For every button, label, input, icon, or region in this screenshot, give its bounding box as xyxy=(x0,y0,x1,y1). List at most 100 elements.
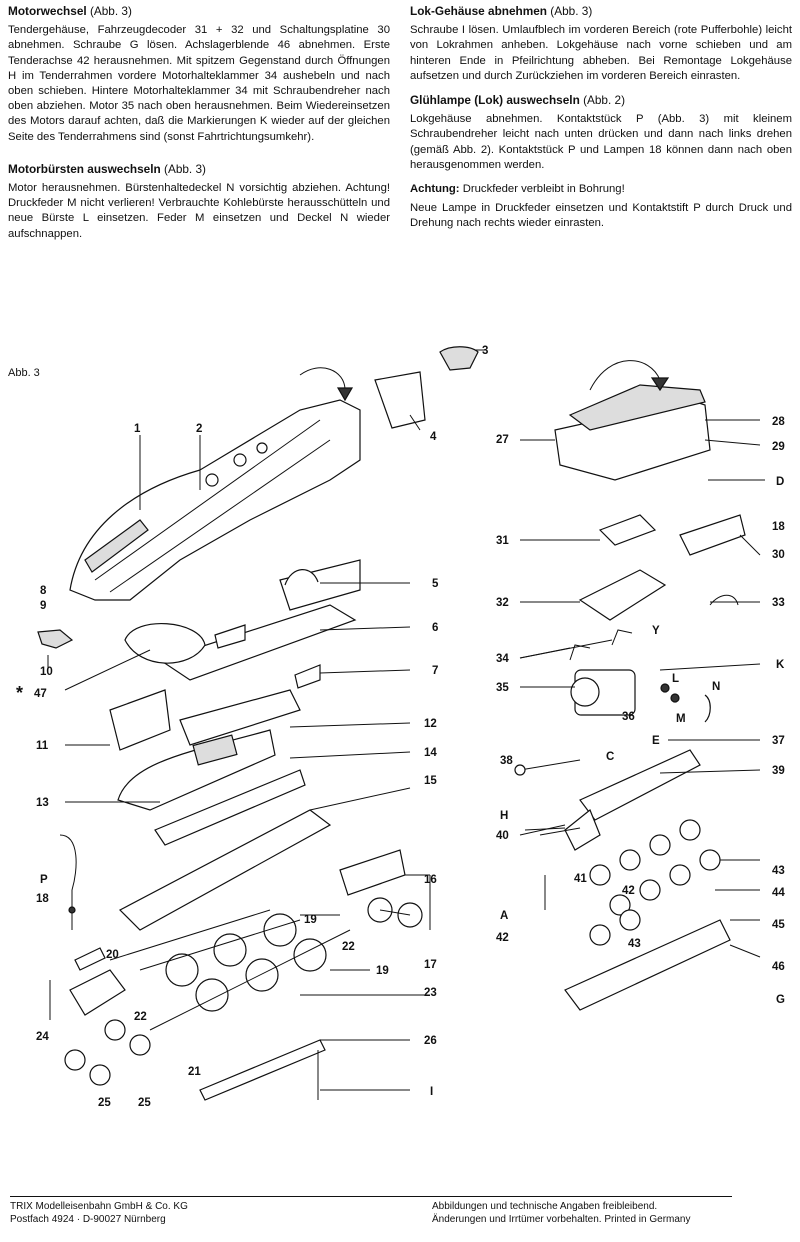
section-title-motor: Motorwechsel (Abb. 3) xyxy=(8,4,132,18)
callout-10: 10 xyxy=(40,666,53,678)
star-marker: * xyxy=(16,683,23,703)
callout-19b: 19 xyxy=(376,965,389,977)
part-46 xyxy=(564,919,731,1011)
callout-H: H xyxy=(500,810,508,822)
callout-1: 1 xyxy=(134,423,141,435)
section-title-housing: Lok-Gehäuse abnehmen (Abb. 3) xyxy=(410,4,593,18)
callout-N: N xyxy=(712,681,720,693)
callout-29: 29 xyxy=(772,441,785,453)
callout-A: A xyxy=(500,910,508,922)
section-text-brushes: Motor herausnehmen. Bürstenhaltedeckel N… xyxy=(8,182,390,240)
left-column: Motorwechsel (Abb. 3) Tendergehäuse, Fah… xyxy=(8,4,390,251)
part-6 xyxy=(158,604,357,681)
section-text-motor: Tendergehäuse, Fahrzeugdecoder 31 + 32 u… xyxy=(8,24,390,143)
callout-27: 27 xyxy=(496,434,509,446)
footer-notes-block: Abbildungen und technische Angaben freib… xyxy=(432,1200,690,1226)
callout-9: 9 xyxy=(40,600,46,612)
exploded-view-diagram: 1 2 3 4 5 6 7 8 9 10 * 47 11 12 13 14 15… xyxy=(16,345,785,1109)
callout-4: 4 xyxy=(430,431,437,443)
callout-47: 47 xyxy=(34,688,47,700)
footer-address: Postfach 4924 · D-90027 Nürnberg xyxy=(10,1214,166,1225)
callout-16: 16 xyxy=(424,874,437,886)
callout-31: 31 xyxy=(496,535,509,547)
callout-5: 5 xyxy=(432,578,439,590)
part-4 xyxy=(374,371,426,429)
section-title-lamp: Glühlampe (Lok) auswechseln (Abb. 2) xyxy=(410,93,626,108)
callout-42a: 42 xyxy=(622,885,635,897)
callout-21: 21 xyxy=(188,1066,201,1078)
callout-26: 26 xyxy=(424,1035,437,1047)
footer-note-2: Änderungen und Irrtümer vorbehalten. Pri… xyxy=(432,1214,691,1225)
callout-G: G xyxy=(776,994,785,1006)
callout-18a: 18 xyxy=(36,893,49,905)
part-3 xyxy=(439,346,479,371)
callout-C: C xyxy=(606,751,614,763)
part-30 xyxy=(679,514,746,556)
callout-42b: 42 xyxy=(496,932,509,944)
callout-15: 15 xyxy=(424,775,437,787)
callout-22b: 22 xyxy=(134,1011,147,1023)
right-column: Lok-Gehäuse abnehmen (Abb. 3) Schraube I… xyxy=(410,4,792,241)
callout-35: 35 xyxy=(496,682,509,694)
callout-45: 45 xyxy=(772,919,785,931)
part-38 xyxy=(519,759,581,771)
part-10 xyxy=(37,629,74,649)
part-11 xyxy=(109,689,171,751)
callout-8: 8 xyxy=(40,585,47,597)
section-text-housing: Schraube I lösen. Umlaufblech im vordere… xyxy=(410,24,792,82)
callout-40: 40 xyxy=(496,830,509,842)
callout-I: I xyxy=(430,1086,433,1098)
callout-25b: 25 xyxy=(138,1097,151,1109)
callout-12: 12 xyxy=(424,718,437,730)
callout-36: 36 xyxy=(622,711,635,723)
callout-18b: 18 xyxy=(772,521,785,533)
loco-body xyxy=(69,399,361,601)
footer-note-1: Abbildungen und technische Angaben freib… xyxy=(432,1201,658,1212)
part-5 xyxy=(279,559,361,611)
callout-41: 41 xyxy=(574,873,587,885)
callout-38: 38 xyxy=(500,755,513,767)
callout-14: 14 xyxy=(424,747,437,759)
callout-19a: 19 xyxy=(304,914,317,926)
callout-25a: 25 xyxy=(98,1097,111,1109)
callout-6: 6 xyxy=(432,622,438,634)
part-47 xyxy=(124,622,206,664)
part-15 xyxy=(118,809,332,931)
part-39 xyxy=(579,749,701,821)
part-31 xyxy=(598,514,657,546)
part-26 xyxy=(199,1039,326,1101)
part-33 xyxy=(709,594,739,606)
callout-11: 11 xyxy=(36,740,49,752)
callout-7: 7 xyxy=(432,665,438,677)
callout-43a: 43 xyxy=(772,865,785,877)
part-32 xyxy=(578,569,667,621)
callout-46: 46 xyxy=(772,961,785,973)
section-title-brushes: Motorbürsten auswechseln (Abb. 3) xyxy=(8,161,206,176)
warning-text: Achtung: Druckfeder verbleibt in Bohrung… xyxy=(410,183,625,196)
callout-E: E xyxy=(652,735,660,747)
figure-label: Abb. 3 xyxy=(8,367,40,379)
part-14 xyxy=(154,769,306,846)
callout-39: 39 xyxy=(772,765,785,777)
callout-33: 33 xyxy=(772,597,785,609)
callout-28: 28 xyxy=(772,416,785,428)
callout-22a: 22 xyxy=(342,941,355,953)
callout-44: 44 xyxy=(772,887,785,899)
part-12 xyxy=(179,689,301,746)
callout-20: 20 xyxy=(106,949,119,961)
callout-K: K xyxy=(776,659,785,671)
callout-2: 2 xyxy=(196,423,202,435)
callout-30: 30 xyxy=(772,549,785,561)
callout-37: 37 xyxy=(772,735,785,747)
part-16 xyxy=(339,849,406,896)
footer-company: TRIX Modelleisenbahn GmbH & Co. KG xyxy=(10,1201,188,1212)
callout-D: D xyxy=(776,476,784,488)
callout-P: P xyxy=(40,874,48,886)
callout-M: M xyxy=(676,713,686,725)
callout-34: 34 xyxy=(496,653,509,665)
callout-3: 3 xyxy=(482,345,488,357)
footer-company-block: TRIX Modelleisenbahn GmbH & Co. KG Postf… xyxy=(10,1200,188,1226)
callout-L: L xyxy=(672,673,679,685)
callout-13: 13 xyxy=(36,797,49,809)
footer-rule xyxy=(10,1196,732,1197)
